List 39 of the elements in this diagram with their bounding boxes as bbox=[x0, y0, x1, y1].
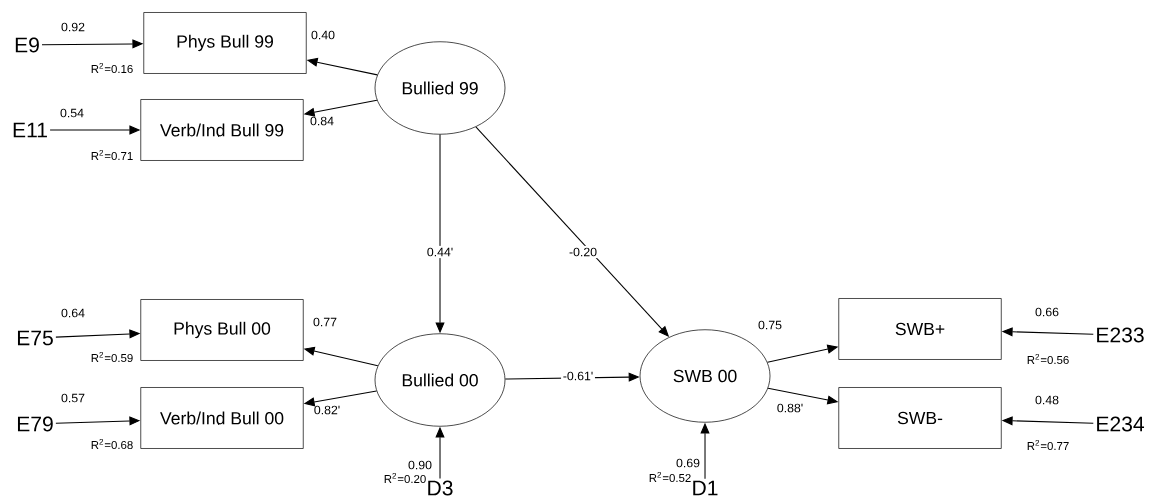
r-squared-label: R$^{2}$=0.59 bbox=[91, 351, 133, 363]
coefficient-label: 0.75 bbox=[758, 320, 782, 330]
error-term-label: E11 bbox=[13, 122, 47, 138]
coefficient-label: 0.64 bbox=[61, 308, 85, 318]
coefficient-label: 0.77 bbox=[313, 317, 337, 327]
coefficient-label: -0.61' bbox=[563, 371, 593, 381]
indicator-box: SWB- bbox=[838, 387, 1002, 449]
indicator-box: Verb/Ind Bull 00 bbox=[140, 387, 304, 449]
coefficient-label: 0.69 bbox=[676, 458, 700, 468]
coefficient-label: 0.82' bbox=[314, 405, 340, 415]
r-squared-label: R$^{2}$=0.16 bbox=[91, 62, 133, 74]
r-squared-label: R$^{2}$=0.56 bbox=[1027, 353, 1069, 365]
coefficient-label: 0.90 bbox=[408, 460, 432, 470]
error-term-label: E233 bbox=[1097, 327, 1144, 343]
r-squared-label: R$^{2}$=0.20 bbox=[384, 472, 426, 484]
coefficient-label: 0.66 bbox=[1035, 307, 1059, 317]
r-squared-label: R$^{2}$=0.68 bbox=[91, 438, 133, 450]
indicator-box: Phys Bull 00 bbox=[140, 299, 304, 361]
indicator-box: SWB+ bbox=[838, 298, 1002, 360]
r-squared-label: R$^{2}$=0.71 bbox=[91, 149, 133, 161]
coefficient-label: 0.48 bbox=[1035, 395, 1059, 405]
coefficient-label: 0.57 bbox=[61, 393, 85, 403]
error-term-label: E79 bbox=[18, 416, 53, 432]
coefficient-label: 0.40 bbox=[311, 30, 335, 40]
indicator-box: Phys Bull 99 bbox=[143, 12, 307, 74]
coefficient-label: 0.88' bbox=[777, 403, 803, 413]
error-term-label: E9 bbox=[15, 37, 39, 53]
error-term-label: D1 bbox=[693, 480, 718, 496]
r-squared-label: R$^{2}$=0.52 bbox=[649, 471, 691, 483]
error-term-label: E234 bbox=[1097, 416, 1144, 432]
error-term-label: D3 bbox=[428, 480, 453, 496]
indicator-box: Verb/Ind Bull 99 bbox=[140, 99, 304, 161]
coefficient-label: 0.84 bbox=[310, 116, 334, 126]
coefficient-label: 0.44' bbox=[427, 247, 453, 257]
coefficient-label: 0.54 bbox=[60, 108, 84, 118]
error-term-label: E75 bbox=[18, 330, 53, 346]
coefficient-label: -0.20 bbox=[569, 247, 597, 257]
r-squared-label: R$^{2}$=0.77 bbox=[1027, 439, 1069, 451]
coefficient-label: 0.92 bbox=[61, 22, 85, 32]
